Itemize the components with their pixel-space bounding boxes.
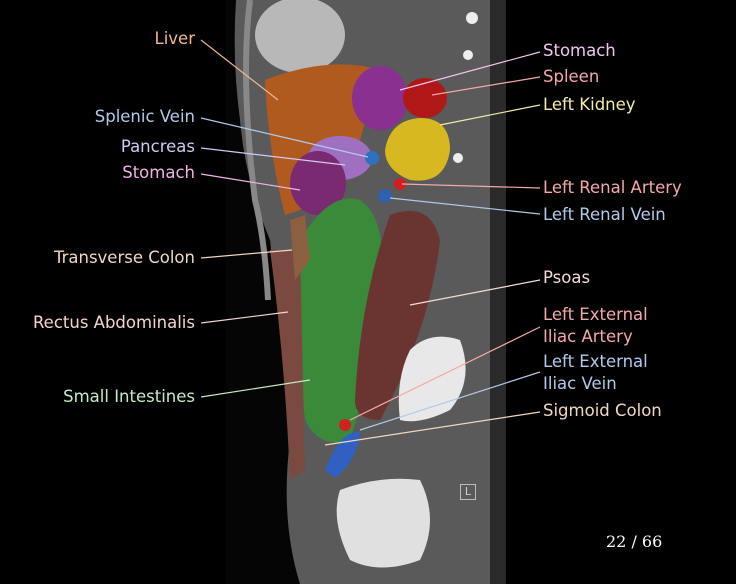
label-psoas: Psoas	[543, 268, 591, 287]
segmentations	[265, 12, 478, 568]
label-left-kidney: Left Kidney	[543, 95, 636, 114]
label-left-renal-artery: Left Renal Artery	[543, 178, 682, 197]
label-spleen: Spleen	[543, 67, 600, 86]
label-stomach-left: Stomach	[122, 163, 195, 182]
label-line1: Left External	[543, 352, 648, 371]
label-line2: Iliac Artery	[543, 327, 633, 346]
label-pancreas: Pancreas	[120, 137, 195, 156]
label-rectus-abdominalis: Rectus Abdominalis	[32, 313, 195, 332]
label-splenic-vein: Splenic Vein	[94, 107, 195, 126]
label-liver: Liver	[154, 29, 195, 48]
label-small-intestines: Small Intestines	[63, 387, 195, 406]
leader-lines	[200, 39, 541, 446]
label-stomach-right: Stomach	[543, 41, 616, 60]
label-sigmoid-colon: Sigmoid Colon	[543, 401, 662, 420]
orientation-marker: L	[460, 484, 476, 500]
slice-counter: 22 / 66	[606, 532, 663, 551]
label-line2: Iliac Vein	[543, 374, 617, 393]
label-transverse-colon: Transverse Colon	[53, 248, 195, 267]
label-line1: Left External	[543, 305, 648, 324]
label-left-renal-vein: Left Renal Vein	[543, 205, 666, 224]
